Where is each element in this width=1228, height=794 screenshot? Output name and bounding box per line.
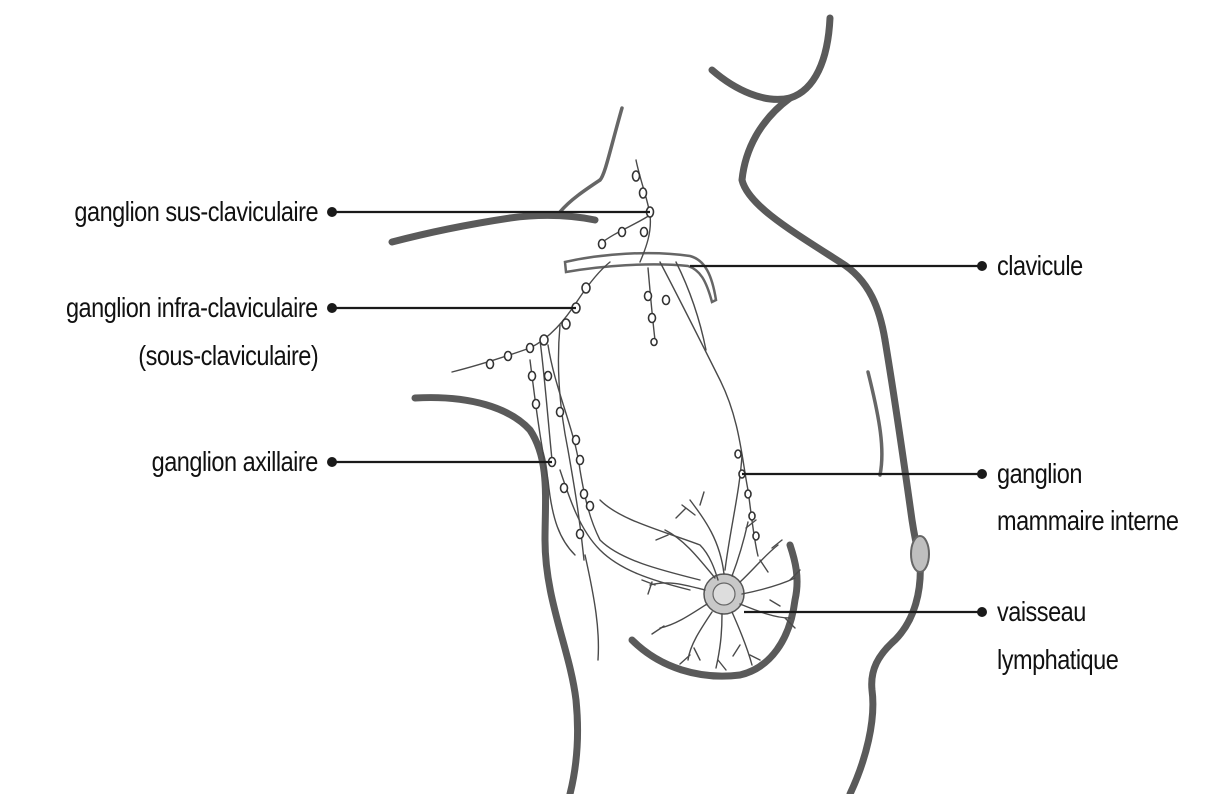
- label-axillary-node: ganglion axillaire: [152, 445, 318, 479]
- nipple-areola: [704, 536, 929, 614]
- shoulder-outline: [392, 216, 595, 242]
- leader-dot-internal-mammary: [977, 469, 987, 479]
- lymph-node: [505, 352, 512, 361]
- lymph-node: [533, 400, 540, 409]
- lymph-node: [577, 456, 584, 465]
- leader-lines: [327, 207, 987, 617]
- lymph-node: [487, 360, 494, 369]
- lymph-node: [649, 314, 656, 323]
- lymph-node: [529, 372, 536, 381]
- lymph-node: [527, 344, 534, 353]
- lymph-node: [562, 319, 570, 329]
- leader-dot-clavicle: [977, 261, 987, 271]
- lymph-node: [599, 240, 606, 249]
- lymph-node: [619, 228, 626, 237]
- pectoral-line: [868, 372, 882, 475]
- lymph-node: [633, 171, 640, 181]
- lymph-node: [557, 408, 564, 417]
- lymph-node: [749, 512, 755, 520]
- leader-dot-lymphatic-vessel: [977, 607, 987, 617]
- label-lymphatic-vessel: vaisseau: [997, 595, 1086, 629]
- label-internal-mammary-node-2: mammaire interne: [997, 504, 1178, 538]
- label-lymphatic-vessel-2: lymphatique: [997, 643, 1118, 677]
- neck-left-outline: [600, 108, 622, 180]
- lymph-node: [540, 335, 548, 345]
- lymph-node: [745, 490, 751, 498]
- lymph-node: [753, 532, 759, 540]
- lymph-node: [545, 372, 552, 381]
- lymph-node: [587, 502, 594, 511]
- lymph-nodes: [487, 171, 760, 540]
- neck-front-outline: [742, 98, 885, 340]
- label-internal-mammary-node: ganglion: [997, 457, 1082, 491]
- leader-dot-supraclavicular: [327, 207, 337, 217]
- torso-right-outline: [850, 340, 920, 794]
- lymph-node: [561, 484, 568, 493]
- lymph-node: [573, 436, 580, 445]
- lymph-node: [582, 283, 590, 293]
- lymph-node: [735, 450, 741, 458]
- lymph-node: [577, 530, 584, 539]
- label-clavicle: clavicule: [997, 249, 1083, 283]
- body-outline: [392, 18, 920, 794]
- label-supraclavicular-node: ganglion sus-claviculaire: [74, 195, 318, 229]
- trapezius-outline: [560, 180, 600, 212]
- lymph-node: [651, 339, 657, 346]
- lymph-node: [581, 490, 588, 499]
- leader-dot-infraclavicular: [327, 303, 337, 313]
- lymph-node: [645, 292, 652, 301]
- neck-right-outline: [712, 18, 830, 99]
- label-infraclavicular-node: ganglion infra-claviculaire: [66, 291, 318, 325]
- lymph-node: [641, 228, 648, 237]
- lymph-node: [640, 188, 647, 198]
- lymph-node: [663, 296, 670, 305]
- label-infraclavicular-alt: (sous-claviculaire): [138, 339, 318, 373]
- leader-dot-axillary: [327, 457, 337, 467]
